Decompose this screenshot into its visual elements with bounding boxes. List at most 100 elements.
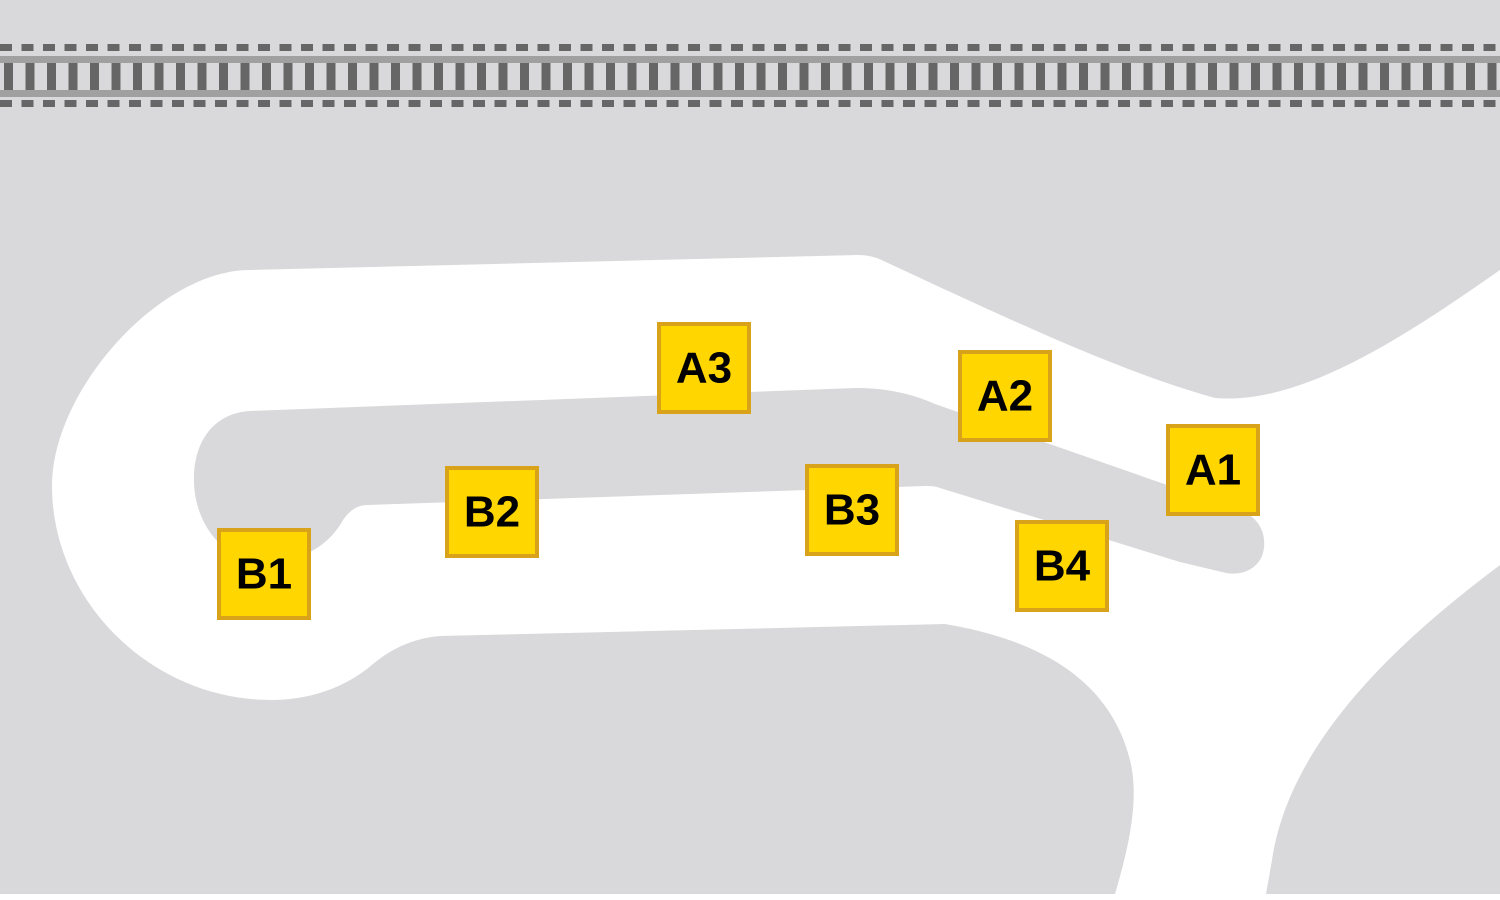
rail-sleeper <box>25 63 35 90</box>
rail-sleeper <box>412 63 422 90</box>
rail-dash <box>408 44 421 51</box>
stop-label-b2: B2 <box>464 488 520 537</box>
rail-dash <box>1290 100 1302 107</box>
rail-dash <box>731 44 743 51</box>
rail-dash <box>860 44 872 51</box>
rail-dash <box>215 100 227 107</box>
rail-dash <box>1161 44 1173 51</box>
rail-sleeper <box>1401 63 1411 90</box>
stop-marker-b3[interactable]: B3 <box>805 464 899 556</box>
stop-marker-a3[interactable]: A3 <box>657 322 751 414</box>
rail-sleeper <box>993 63 1002 90</box>
rail-dash <box>1483 44 1496 51</box>
rail-dash <box>967 44 980 51</box>
rail-dash <box>731 100 743 107</box>
rail-dash <box>279 100 292 107</box>
rail-dash <box>387 100 399 107</box>
rail-dash <box>817 100 829 107</box>
rail-sleeper <box>1057 63 1067 90</box>
rail-dash <box>559 100 571 107</box>
rail-dash <box>516 100 528 107</box>
rail-dash <box>473 100 485 107</box>
rail-dash <box>1333 100 1345 107</box>
rail-sleeper <box>885 63 895 90</box>
rail-dash <box>1462 100 1474 107</box>
stop-marker-b4[interactable]: B4 <box>1015 520 1109 612</box>
rail-dash <box>43 44 55 51</box>
rail-dash <box>1118 44 1130 51</box>
stop-label-a2: A2 <box>977 372 1033 421</box>
rail-sleeper <box>971 63 981 90</box>
rail-sleeper <box>1380 63 1389 90</box>
rail-sleeper <box>1229 63 1239 90</box>
rail-dash <box>322 44 335 51</box>
stop-marker-b2[interactable]: B2 <box>445 466 539 558</box>
rail-sleeper <box>4 63 13 90</box>
rail-dash <box>430 44 442 51</box>
rail-sleeper <box>1143 63 1153 90</box>
rail-sleeper <box>176 63 185 90</box>
bottom-strip <box>0 894 1500 900</box>
rail-sleeper <box>627 63 637 90</box>
rail-sleeper <box>1100 63 1110 90</box>
stop-marker-a2[interactable]: A2 <box>958 350 1052 442</box>
rail-line-upper <box>0 56 1500 63</box>
rail-dash <box>21 44 34 51</box>
rail-dash <box>301 100 313 107</box>
rail-dash <box>258 44 270 51</box>
rail-dash <box>645 100 657 107</box>
rail-dash <box>494 100 507 107</box>
stop-marker-a1[interactable]: A1 <box>1166 424 1260 516</box>
rail-dash <box>193 100 206 107</box>
rail-dash <box>1247 100 1259 107</box>
rail-sleeper <box>864 63 873 90</box>
rail-sleeper <box>1294 63 1303 90</box>
rail-dash <box>1462 44 1474 51</box>
rail-dash <box>1075 100 1087 107</box>
rail-sleeper <box>606 63 615 90</box>
rail-dash <box>688 100 700 107</box>
rail-dash <box>989 100 1001 107</box>
rail-dash <box>344 44 356 51</box>
rail-sleeper <box>1315 63 1325 90</box>
rail-dash <box>1419 100 1431 107</box>
rail-dash <box>451 44 464 51</box>
rail-dash <box>43 100 55 107</box>
rail-dash <box>903 44 915 51</box>
rail-sleeper <box>1122 63 1131 90</box>
rail-dash <box>580 44 593 51</box>
stop-label-b1: B1 <box>236 550 292 599</box>
rail-dash <box>666 100 679 107</box>
rail-sleeper <box>477 63 486 90</box>
rail-dash <box>1139 44 1152 51</box>
stop-label-a1: A1 <box>1185 446 1241 495</box>
rail-dash <box>1225 44 1238 51</box>
rail-dash <box>172 44 184 51</box>
rail-dash <box>1268 44 1281 51</box>
rail-dash <box>1182 100 1195 107</box>
rail-sleeper <box>348 63 357 90</box>
rail-line-lower <box>0 90 1500 97</box>
rail-sleeper <box>842 63 852 90</box>
rail-dash <box>1440 44 1453 51</box>
rail-dash <box>1354 44 1367 51</box>
rail-sleeper <box>1444 63 1454 90</box>
rail-sleeper <box>907 63 916 90</box>
rail-sleeper <box>1208 63 1217 90</box>
rail-sleeper <box>47 63 56 90</box>
rail-sleeper <box>369 63 379 90</box>
rail-dash <box>64 100 77 107</box>
stop-marker-b1[interactable]: B1 <box>217 528 311 620</box>
rail-dash <box>795 44 808 51</box>
rail-dash <box>129 44 141 51</box>
rail-sleeper <box>240 63 250 90</box>
rail-dash <box>795 100 808 107</box>
rail-dash <box>924 100 937 107</box>
rail-sleeper <box>649 63 658 90</box>
rail-sleeper <box>928 63 938 90</box>
rail-dash <box>1032 100 1044 107</box>
rail-sleeper <box>283 63 293 90</box>
rail-sleeper <box>520 63 529 90</box>
rail-dash <box>1483 100 1496 107</box>
rail-dash <box>1139 100 1152 107</box>
